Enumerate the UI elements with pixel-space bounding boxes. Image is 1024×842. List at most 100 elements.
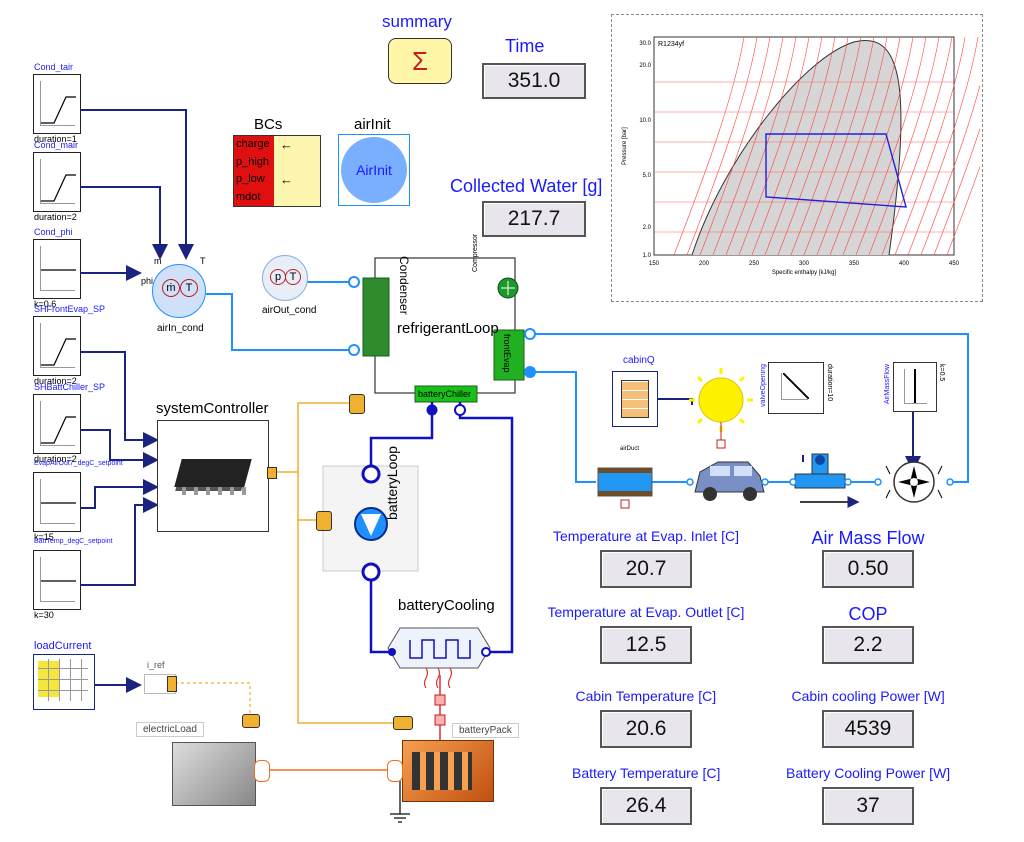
ph-xtick: 250 bbox=[749, 261, 760, 267]
bc-item: mdot bbox=[236, 190, 261, 203]
compressor-label: Compressor bbox=[472, 233, 479, 272]
ph-isotherm bbox=[712, 36, 784, 256]
source-block[interactable] bbox=[33, 472, 81, 532]
source-param: duration=2 bbox=[34, 454, 77, 464]
ph-isotherm bbox=[933, 127, 980, 256]
bcs-label: BCs bbox=[254, 116, 283, 133]
airin-m-symbol: ṁ bbox=[162, 279, 180, 297]
bc-item: charge bbox=[236, 138, 270, 150]
airout-p-symbol: p bbox=[270, 269, 286, 285]
time-display: 351.0 bbox=[482, 63, 586, 99]
time-label: Time bbox=[505, 36, 545, 56]
source-block[interactable] bbox=[33, 152, 81, 212]
load-current-block[interactable] bbox=[33, 654, 95, 710]
airinit-label: airInit bbox=[354, 116, 391, 133]
metric-label: Temperature at Evap. Outlet [C] bbox=[547, 604, 745, 620]
metric-label: Cabin cooling Power [W] bbox=[791, 688, 945, 704]
source-param: duration=2 bbox=[34, 212, 77, 222]
front-evap-label: frontEvap bbox=[502, 334, 512, 373]
airin-t-symbol: T bbox=[180, 279, 198, 297]
source-block[interactable] bbox=[33, 394, 81, 454]
ph-dome bbox=[691, 40, 902, 256]
electric-load-block[interactable] bbox=[172, 742, 256, 806]
cabin-car[interactable] bbox=[694, 461, 765, 501]
cabinq-block[interactable] bbox=[612, 371, 658, 427]
battery-cooling-plate[interactable] bbox=[387, 627, 491, 669]
airmass-param-label: k=0.5 bbox=[938, 364, 945, 382]
ph-isotherm bbox=[777, 36, 849, 256]
air-fan[interactable] bbox=[885, 461, 943, 503]
battery-loop-label: batteryLoop bbox=[384, 446, 400, 520]
ph-ytick: 20.0 bbox=[639, 63, 651, 69]
ph-isotherm bbox=[738, 36, 810, 256]
ph-ytick: 1.0 bbox=[643, 253, 652, 259]
arrow-left-icon: ← bbox=[280, 172, 293, 187]
metric-display: 2.2 bbox=[822, 626, 914, 664]
source-block[interactable] bbox=[33, 316, 81, 376]
source-name: SHBattChiller_SP bbox=[34, 382, 106, 392]
source-name: Cond_tair bbox=[34, 62, 74, 72]
ph-isotherm bbox=[686, 36, 758, 256]
air-duct-label: airDuct bbox=[620, 446, 640, 452]
ph-cycle bbox=[765, 133, 907, 208]
bc-item: p_low bbox=[236, 173, 265, 185]
source-param: k=15 bbox=[34, 532, 54, 542]
airin-cond-label: airIn_cond bbox=[157, 323, 204, 334]
airmass-source-block[interactable] bbox=[893, 362, 937, 412]
ph-xtick: 350 bbox=[849, 261, 860, 267]
ph-isotherm bbox=[907, 36, 979, 256]
port-t-label: T bbox=[200, 256, 206, 266]
iref-label: i_ref bbox=[147, 660, 165, 670]
source-name: Cond_mair bbox=[34, 140, 79, 150]
ph-xtick: 300 bbox=[799, 261, 810, 267]
controller-bus-port bbox=[267, 467, 277, 479]
battery-pack-label: batteryPack bbox=[452, 723, 519, 738]
battery-chiller-label: batteryChiller bbox=[418, 389, 472, 399]
battery-chiller[interactable] bbox=[414, 385, 478, 403]
ph-isotherm bbox=[725, 36, 797, 256]
ph-ytick: 30.0 bbox=[639, 41, 651, 47]
metric-display: 20.7 bbox=[600, 550, 692, 588]
summary-icon[interactable]: Σ bbox=[388, 38, 452, 84]
ph-isotherm bbox=[816, 36, 888, 256]
bc-item: p_high bbox=[236, 155, 270, 168]
ph-isotherm bbox=[751, 36, 823, 256]
airinit-text: AirInit bbox=[341, 137, 407, 203]
load-current-label: loadCurrent bbox=[34, 640, 92, 652]
metric-label: COP bbox=[848, 604, 888, 624]
metric-label: Battery Temperature [C] bbox=[572, 765, 721, 781]
fluid-ports bbox=[348, 276, 536, 378]
signal-wires bbox=[80, 109, 921, 693]
sun-icon bbox=[689, 368, 753, 449]
sigma-icon: Σ bbox=[411, 45, 429, 76]
ph-isotherm bbox=[803, 36, 875, 256]
source-param: k=0.6 bbox=[34, 299, 57, 309]
condenser[interactable] bbox=[362, 277, 390, 357]
ph-isotherm bbox=[894, 36, 966, 256]
system-controller-block[interactable] bbox=[157, 420, 269, 532]
ph-xtick: 200 bbox=[699, 261, 710, 267]
metric-label: Cabin Temperature [C] bbox=[575, 688, 717, 704]
source-param: duration=2 bbox=[34, 376, 77, 386]
bus-connector-3 bbox=[167, 676, 177, 692]
airinit-block[interactable]: AirInit bbox=[338, 134, 410, 206]
ph-isotherm bbox=[920, 84, 980, 256]
source-block[interactable] bbox=[33, 550, 81, 610]
front-evap[interactable] bbox=[493, 329, 525, 381]
ph-isotherm bbox=[764, 36, 836, 256]
valve[interactable] bbox=[794, 473, 846, 489]
source-block[interactable] bbox=[33, 239, 81, 299]
system-controller-label: systemController bbox=[156, 400, 269, 417]
ph-isotherm bbox=[673, 36, 745, 256]
valve-source-block[interactable] bbox=[768, 362, 824, 414]
cabinq-label: cabinQ bbox=[623, 355, 655, 366]
ph-isotherm bbox=[790, 36, 862, 256]
source-block[interactable] bbox=[33, 74, 81, 134]
battery-pack-port bbox=[387, 760, 403, 782]
valve-opening-label: valveOpening bbox=[760, 364, 767, 407]
port-m-label: m bbox=[154, 256, 162, 266]
water-label: Collected Water [g] bbox=[450, 176, 603, 196]
metric-display: 12.5 bbox=[600, 626, 692, 664]
ph-xtick: 400 bbox=[899, 261, 910, 267]
